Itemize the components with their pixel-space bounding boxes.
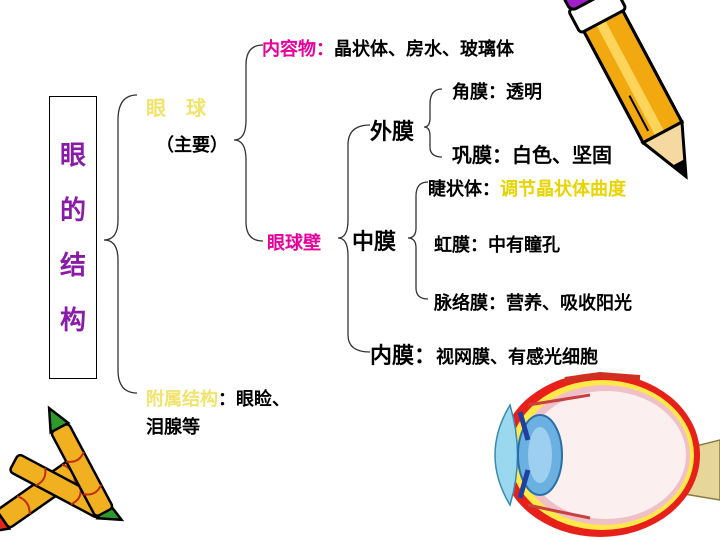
outer-label: 外膜 bbox=[370, 120, 415, 145]
root-char: 眼 bbox=[59, 141, 86, 171]
choroid-text: 脉络膜：营养、吸收阳光 bbox=[434, 293, 632, 314]
inner-text: 视网膜、有感光细胞 bbox=[436, 347, 599, 368]
ciliary-label: 睫状体： bbox=[428, 179, 500, 200]
root-title-box: 眼 的 结 构 bbox=[49, 96, 97, 379]
accessory-label: 附属结构 bbox=[146, 389, 218, 410]
cornea-text: 角膜：透明 bbox=[452, 82, 542, 103]
inner-label: 内膜： bbox=[370, 344, 437, 369]
sclera-text: 巩膜：白色、坚固 bbox=[452, 143, 612, 167]
contents-text: 晶状体、房水、玻璃体 bbox=[334, 39, 514, 60]
eyeball-label: 眼 球 bbox=[146, 96, 206, 120]
root-char: 构 bbox=[59, 306, 86, 336]
accessory-text2: 泪腺等 bbox=[146, 417, 200, 438]
root-char: 结 bbox=[59, 251, 86, 281]
wall-label: 眼球壁 bbox=[267, 233, 321, 254]
inner-line: 内膜：视网膜、有感光细胞 bbox=[370, 338, 598, 370]
iris-text: 虹膜：中有瞳孔 bbox=[434, 235, 560, 256]
accessory-text1: ：眼睑、 bbox=[218, 389, 290, 410]
accessory-line: 附属结构：眼睑、 bbox=[146, 385, 290, 411]
contents-label: 内容物： bbox=[262, 39, 334, 60]
ciliary-text: 调节晶状体曲度 bbox=[500, 179, 626, 200]
eyeball-note: （主要） bbox=[156, 135, 228, 156]
root-char: 的 bbox=[59, 196, 86, 226]
middle-label: 中膜 bbox=[352, 230, 397, 255]
ciliary-line: 睫状体：调节晶状体曲度 bbox=[428, 175, 626, 201]
contents-line: 内容物：晶状体、房水、玻璃体 bbox=[262, 35, 514, 61]
